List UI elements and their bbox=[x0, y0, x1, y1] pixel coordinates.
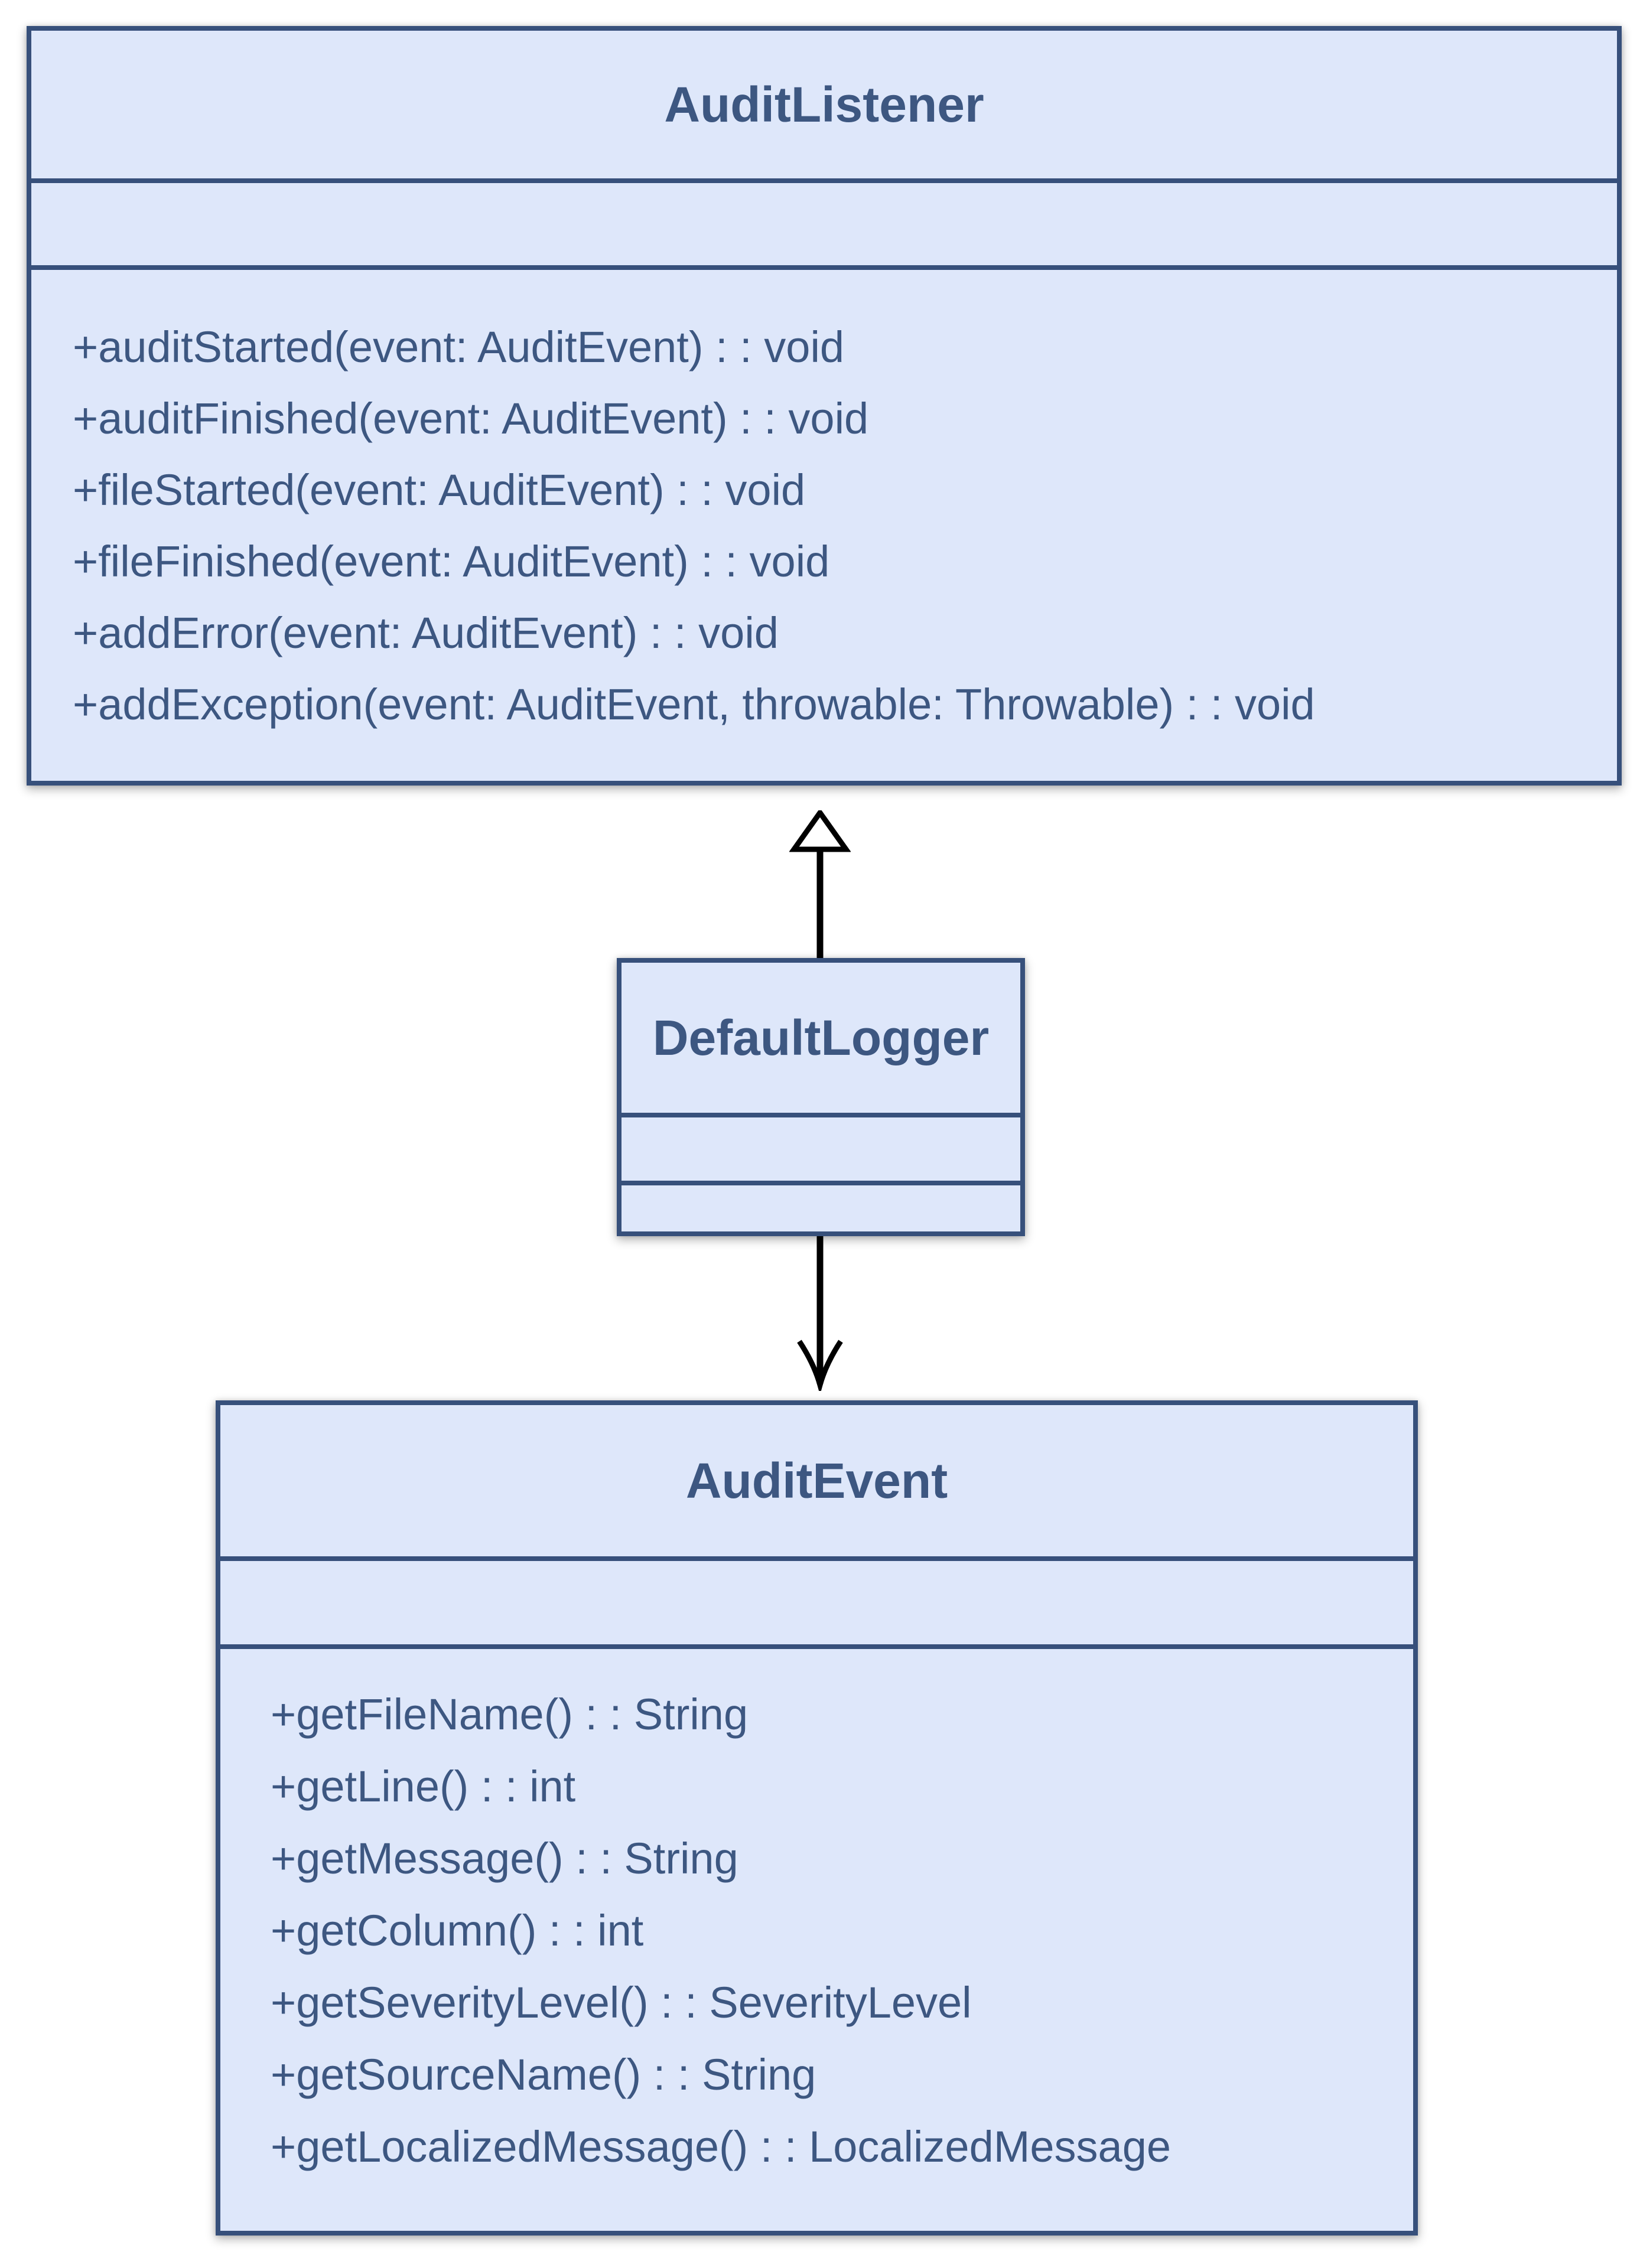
attributes-compartment bbox=[621, 1113, 1020, 1181]
method-signature: +getSourceName() : : String bbox=[271, 2050, 816, 2099]
association-arrow bbox=[797, 1236, 843, 1391]
method-signature: +addException(event: AuditEvent, throwab… bbox=[73, 680, 1315, 729]
hollow-triangle-arrowhead bbox=[789, 810, 851, 852]
method-signature: +getSeverityLevel() : : SeverityLevel bbox=[271, 1978, 972, 2027]
realization-arrow bbox=[789, 810, 851, 958]
method-signature: +fileFinished(event: AuditEvent) : : voi… bbox=[73, 537, 830, 586]
method-signature: +getFileName() : : String bbox=[271, 1690, 749, 1739]
class-box-defaultlogger[interactable]: DefaultLogger bbox=[617, 958, 1025, 1236]
methods-compartment: +getFileName() : : String +getLine() : :… bbox=[220, 1644, 1413, 2231]
class-box-auditlistener[interactable]: AuditListener +auditStarted(event: Audit… bbox=[27, 26, 1622, 786]
method-signature: +getLine() : : int bbox=[271, 1762, 576, 1811]
method-signature: +addError(event: AuditEvent) : : void bbox=[73, 608, 779, 657]
class-box-auditevent[interactable]: AuditEvent +getFileName() : : String +ge… bbox=[216, 1400, 1418, 2236]
methods-compartment: +auditStarted(event: AuditEvent) : : voi… bbox=[31, 265, 1617, 781]
attributes-compartment bbox=[220, 1556, 1413, 1644]
class-title: AuditListener bbox=[664, 76, 984, 132]
methods-compartment bbox=[621, 1181, 1020, 1231]
attributes-compartment bbox=[31, 178, 1617, 265]
method-signature: +getColumn() : : int bbox=[271, 1906, 644, 1955]
method-signature: +auditStarted(event: AuditEvent) : : voi… bbox=[73, 322, 845, 372]
method-signature: +fileStarted(event: AuditEvent) : : void bbox=[73, 465, 806, 514]
class-title: AuditEvent bbox=[685, 1452, 948, 1508]
method-signature: +getMessage() : : String bbox=[271, 1834, 738, 1883]
method-signature: +auditFinished(event: AuditEvent) : : vo… bbox=[73, 394, 869, 443]
open-v-arrowhead bbox=[797, 1340, 843, 1391]
class-title: DefaultLogger bbox=[652, 1009, 990, 1065]
method-signature: +getLocalizedMessage() : : LocalizedMess… bbox=[271, 2122, 1172, 2171]
